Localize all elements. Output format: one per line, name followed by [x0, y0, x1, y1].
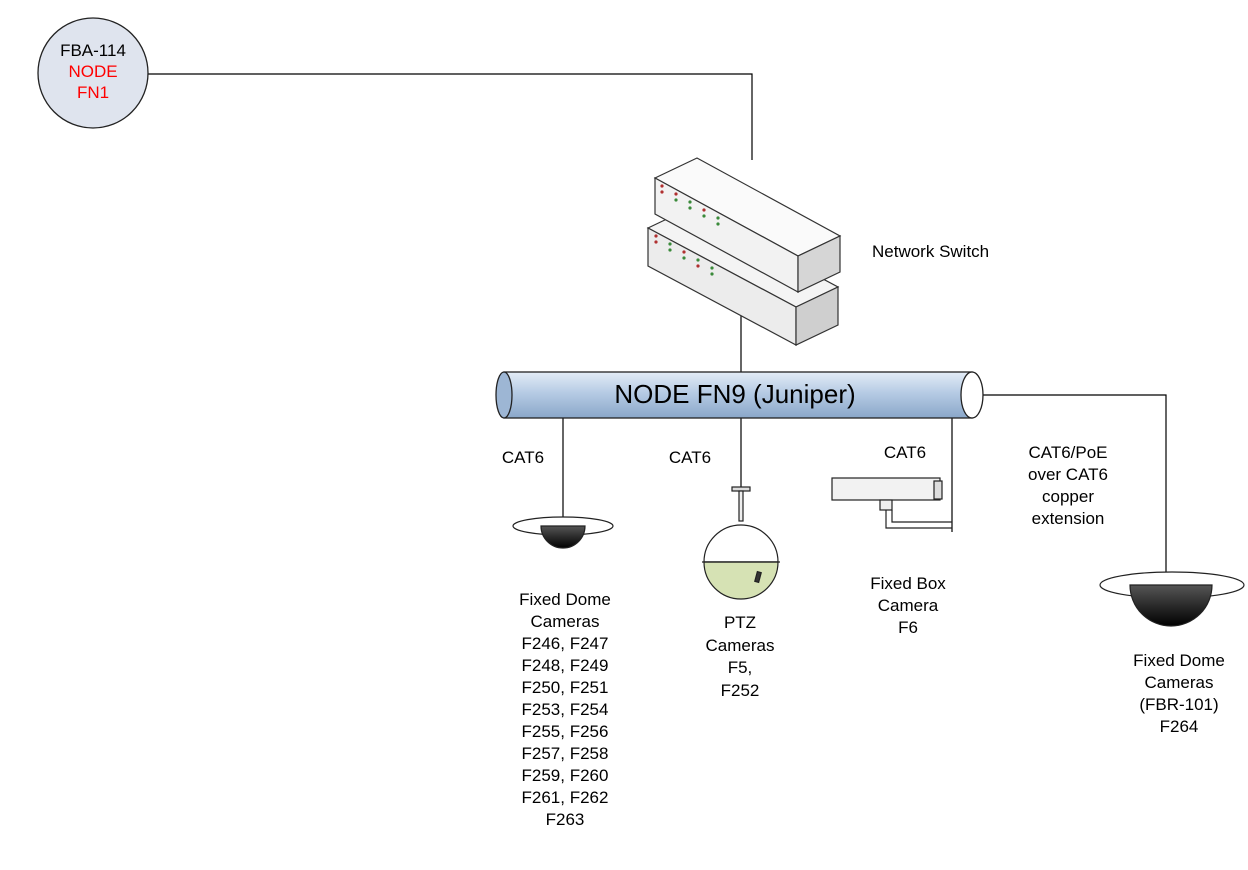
ptz-line: PTZ: [723, 613, 757, 632]
ptz-line: Cameras: [705, 635, 775, 655]
ptz-camera-icon: [702, 486, 780, 600]
connection-lines: [148, 73, 1167, 575]
remote-dome-line: (FBR-101): [1139, 695, 1219, 714]
fixed-dome-line: F250, F251: [521, 678, 609, 697]
fixed-dome-line: F248, F249: [521, 656, 609, 675]
uplink-line: [148, 73, 753, 160]
node-fn1-line2: NODE: [68, 62, 118, 81]
fixed-box-line: F6: [898, 618, 918, 637]
ptz-line: F252: [720, 680, 760, 700]
box-link-label: CAT6: [883, 443, 927, 462]
node-fn1-line1: FBA-114: [60, 41, 126, 60]
fixed-dome-line: F246, F247: [521, 634, 609, 653]
network-switch-icon: [646, 157, 842, 347]
fixed-dome-line: F259, F260: [521, 766, 609, 785]
ptz-cameras-label: PTZ Cameras F5, F252: [690, 612, 790, 702]
fixed-dome-line: Fixed Dome: [519, 590, 611, 609]
fixed-dome-line: F255, F256: [521, 722, 609, 741]
network-switch-text: Network Switch: [872, 242, 990, 261]
fixed-dome-line: F253, F254: [521, 700, 609, 719]
fixed-dome-cameras-label: Fixed Dome Cameras F246, F247 F248, F249…: [500, 589, 630, 831]
remote-dome-camera-icon: [1099, 571, 1245, 627]
fixed-dome-line: F261, F262: [521, 788, 609, 807]
dome-link-label: CAT6: [501, 448, 545, 467]
remote-link-line3: copper: [1042, 487, 1094, 506]
remote-dome-link-label: CAT6/PoE over CAT6 copper extension: [1018, 442, 1118, 530]
fixed-dome-camera-icon: [512, 516, 614, 549]
remote-link-line4: extension: [1031, 509, 1105, 528]
fixed-box-line: Fixed Box: [870, 574, 946, 593]
ptz-link-label: CAT6: [668, 448, 712, 467]
node-fn1-circle: [37, 17, 149, 129]
fixed-dome-line: Cameras: [530, 612, 600, 631]
fixed-box-camera-icon: [831, 477, 952, 529]
fixed-box-camera-label: Fixed Box Camera F6: [858, 573, 958, 639]
fixed-box-line: Camera: [877, 596, 939, 615]
remote-link-line1: CAT6/PoE: [1028, 443, 1108, 462]
remote-dome-line: [982, 394, 1167, 575]
ptz-line: F5,: [727, 658, 753, 677]
backbone-tube: [495, 371, 984, 419]
remote-link-line2: over CAT6: [1028, 465, 1108, 484]
node-fn1-label: FBA-114 NODE FN1: [38, 40, 148, 103]
fixed-dome-line: F257, F258: [521, 744, 609, 763]
network-switch-label: Network Switch: [872, 241, 989, 263]
remote-dome-line: Cameras: [1144, 673, 1214, 692]
node-fn1-line3: FN1: [76, 83, 110, 102]
backbone-label: NODE FN9 (Juniper): [614, 379, 856, 409]
remote-dome-line: Fixed Dome: [1133, 651, 1225, 670]
fixed-dome-line: F263: [545, 810, 585, 829]
remote-dome-line: F264: [1159, 717, 1199, 736]
remote-dome-cameras-label: Fixed Dome Cameras (FBR-101) F264: [1114, 650, 1244, 738]
